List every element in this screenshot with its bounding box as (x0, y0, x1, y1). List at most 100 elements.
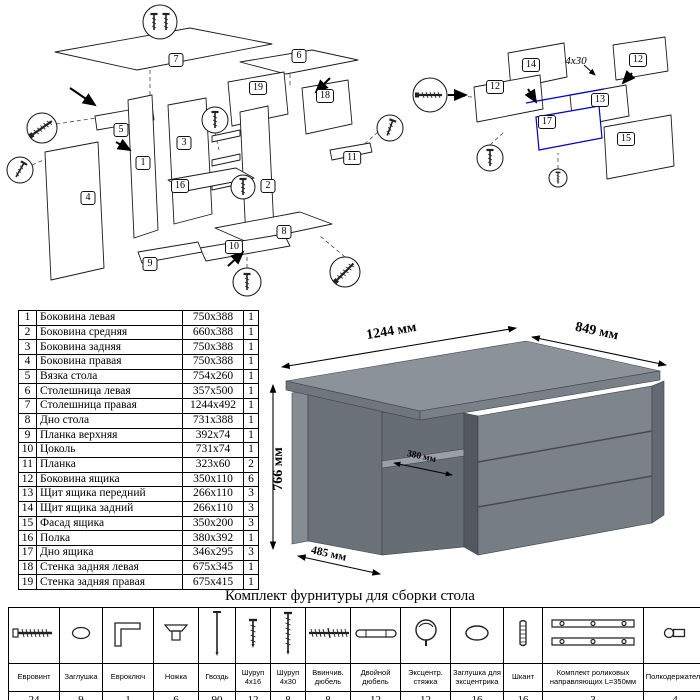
part-label: 19 (249, 81, 267, 95)
desk-dimension-view: 1244 мм 849 мм 766 мм 380 мм 485 мм (268, 293, 700, 585)
part-qty: 3 (243, 545, 259, 561)
part-size: 380x392 (182, 530, 244, 546)
hardware-icon-row (8, 607, 700, 664)
part-size: 266x110 (182, 500, 244, 517)
drawer-unit-left-side (463, 412, 479, 556)
hardware-qty: 4 (643, 691, 700, 700)
cap-icon (70, 625, 92, 646)
hardware-icon-cell (235, 607, 271, 664)
screw-short-icon (246, 617, 260, 654)
part-label: 2 (260, 179, 276, 193)
hardware-label: Шкант (503, 663, 543, 692)
part-name: Боковина ящика (36, 471, 183, 488)
hardware-icon-cell (350, 607, 401, 664)
hardware-label: Евровинт (8, 663, 60, 692)
part-size: 754x260 (182, 368, 244, 385)
hardware-icon-cell (542, 607, 644, 664)
part-name: Вязка стола (36, 368, 183, 385)
drawer-slide (211, 129, 241, 143)
part-name: Щит ящика передний (36, 486, 183, 502)
dimension-lines (269, 326, 668, 576)
part-number: 13 (18, 486, 37, 502)
part-label: 7 (168, 53, 184, 67)
part-name: Боковина средняя (36, 324, 183, 341)
nail-icon (211, 609, 223, 662)
part-label: 11 (343, 151, 361, 165)
part-size: 357x500 (182, 383, 244, 400)
assembly-arrows (448, 64, 636, 104)
part-qty: 1 (243, 412, 259, 429)
hardware-icon-cell (8, 607, 60, 664)
part-label: 13 (591, 93, 609, 107)
part-size: 750x388 (182, 354, 244, 370)
panel-bottom (214, 211, 333, 243)
hex-key-icon (110, 615, 146, 656)
euroscrew-icon (12, 624, 56, 647)
part-label: 3 (176, 136, 192, 150)
roller-guides-icon (549, 612, 637, 659)
hardware-label: Евроключ (102, 663, 154, 692)
tabletop-edge-right (419, 370, 661, 421)
part-name: Столешница левая (36, 383, 183, 400)
hardware-label: Комплект роликовых направляющих L=350мм (542, 663, 644, 692)
part-number: 2 (18, 324, 37, 341)
hardware-qty: 8 (270, 691, 306, 700)
panel-plinth (199, 233, 291, 262)
part-qty: 6 (243, 471, 259, 488)
part-number: 14 (18, 500, 37, 517)
callout-circle (142, 4, 178, 40)
leg-icon (161, 621, 191, 650)
part-qty: 3 (243, 515, 259, 532)
screw-dowel-icon (307, 625, 350, 646)
dimension-height-label: 766 мм (271, 447, 286, 491)
part-size: 350x110 (182, 471, 244, 488)
hardware-label: Ножка (153, 663, 199, 692)
panel-back-left (301, 79, 353, 135)
part-label: 12 (629, 53, 647, 67)
interior-back (381, 411, 465, 556)
part-qty: 1 (243, 398, 259, 414)
part-qty: 1 (243, 559, 259, 576)
part-size: 731x388 (182, 412, 244, 429)
exploded-desk-drawing (6, 4, 404, 297)
part-number: 10 (18, 442, 37, 458)
part-size: 750x388 (182, 339, 244, 356)
eccentric-cap-icon (464, 623, 490, 648)
hardware-label: Эксцентр. стяжка (400, 663, 451, 692)
part-name: Фасад ящика (36, 515, 183, 532)
hardware-qty: 12 (350, 691, 401, 700)
part-name: Стенка задняя левая (36, 559, 183, 576)
hardware-icon-cell (450, 607, 504, 664)
part-qty: 1 (243, 383, 259, 400)
hardware-qty: 12 (400, 691, 451, 700)
hardware-label: Ввинчив. дюбель (305, 663, 351, 692)
part-label: 15 (617, 132, 635, 146)
dimension-depth-label: 849 мм (574, 320, 620, 344)
eccentric-cam-icon (413, 617, 439, 654)
screw-long-icon (281, 610, 295, 661)
hardware-icon-cell (643, 607, 700, 664)
hardware-qty: 90 (198, 691, 236, 700)
drawer-facade-panel (603, 114, 675, 180)
exploded-drawer-drawing (412, 36, 675, 188)
desk-panels (44, 27, 373, 281)
panel-side-right (44, 141, 105, 281)
hardware-icon-cell (153, 607, 199, 664)
part-qty: 1 (243, 310, 259, 326)
part-name: Планка верхняя (36, 427, 183, 444)
part-name: Дно стола (36, 412, 183, 429)
part-size: 323x60 (182, 456, 244, 473)
hardware-label: Заглушка для эксцентрика (450, 663, 504, 692)
part-label: 17 (538, 115, 556, 129)
part-label: 12 (486, 80, 504, 94)
